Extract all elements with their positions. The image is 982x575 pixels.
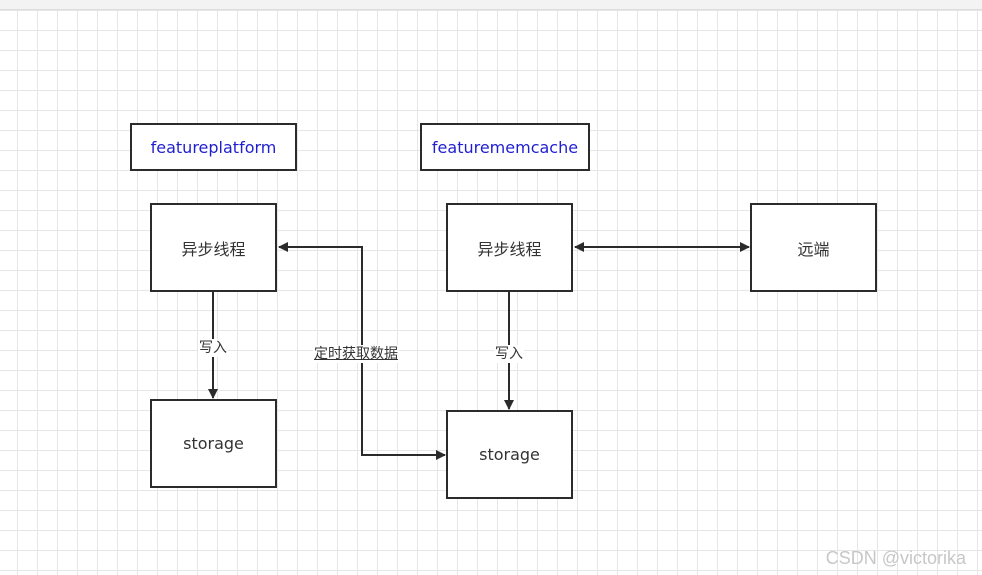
left-async-thread-node[interactable]: 异步线程	[150, 203, 277, 292]
title-featureplatform[interactable]: featureplatform	[130, 123, 297, 171]
title-featureplatform-label: featureplatform	[150, 137, 277, 157]
remote-label: 远端	[797, 239, 830, 259]
left-storage-node[interactable]: storage	[150, 399, 277, 488]
csdn-watermark: CSDN @victorika	[825, 548, 966, 568]
right-async-thread-node[interactable]: 异步线程	[446, 203, 573, 292]
right-async-thread-label: 异步线程	[477, 239, 542, 259]
edge-label-left-write: 写入	[198, 339, 228, 357]
canvas-top-bar	[0, 0, 982, 10]
edge-label-periodic-fetch: 定时获取数据	[313, 345, 399, 363]
title-featurememcache-label: featurememcache	[431, 137, 579, 157]
right-storage-node[interactable]: storage	[446, 410, 573, 499]
left-async-thread-label: 异步线程	[181, 239, 246, 259]
edge-label-right-write: 写入	[494, 345, 524, 363]
title-featurememcache[interactable]: featurememcache	[420, 123, 590, 171]
right-storage-label: storage	[479, 445, 540, 464]
left-storage-label: storage	[183, 434, 244, 453]
remote-node[interactable]: 远端	[750, 203, 877, 292]
